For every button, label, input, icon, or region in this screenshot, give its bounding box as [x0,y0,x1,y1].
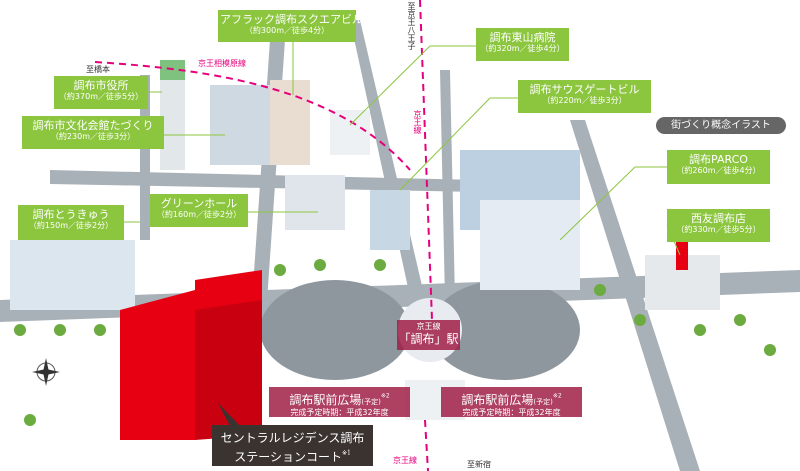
sagamihara-line-label: 京王相模原線 [198,59,246,68]
landmark-name: アフラック調布スクエアビル [220,13,363,26]
plaza-footnote-mark: ※2 [552,392,562,400]
plaza-completion: 完成予定時期：平成32年度 [290,408,389,418]
to-hashimoto-label: 至橋本 [86,65,110,74]
keio-line-label-top: 京王線 [413,110,422,134]
keio-line-north [419,0,433,321]
property-building [120,270,262,440]
landmark-seiyu: 西友調布店（約330m／徒歩5分） [667,209,770,242]
plaza-footnote-mark: ※2 [380,392,390,400]
station-name: 「調布」駅 [398,331,459,346]
plaza-completion: 完成予定時期：平成32年度 [462,408,561,418]
landmark-city-hall: 調布市役所（約370m／徒歩5分） [54,76,148,109]
landmark-distance: （約260m／徒歩4分） [676,166,761,176]
landmark-tokyu: 調布とうきゅう（約150m／徒歩2分） [18,205,124,240]
landmark-name: 調布市文化会館たづくり [32,119,154,132]
landmark-distance: （約230m／徒歩3分） [50,132,136,142]
to-hachioji-label: 至京王八王子 [407,2,416,50]
property-footnote-mark: ※1 [341,449,351,457]
property-name-line2: ステーションコート [234,450,342,464]
keio-line-label-bottom: 京王線 [393,456,417,465]
plaza-name: 調布駅前広場 [289,393,362,407]
landmark-name: 調布市役所 [73,79,129,92]
to-shinjuku-label: 至新宿 [467,460,491,469]
landmark-green-hall: グリーンホール（約160m／徒歩2分） [150,194,248,227]
property-name-line1: セントラルレジデンス調布 [220,431,365,445]
compass-icon [32,358,60,386]
landmark-distance: （約150m／徒歩2分） [28,221,114,231]
landmark-name: 調布PARCO [689,153,748,166]
landmark-southgate-building: 調布サウスゲートビル（約220m／徒歩3分） [518,80,651,113]
landmark-higashiyama-hospital: 調布東山病院（約320m／徒歩4分） [476,28,569,61]
landmark-name: グリーンホール [160,197,238,210]
station-line: 京王線 [416,322,441,331]
landmark-name: 調布東山病院 [489,31,556,44]
keio-line-south [424,419,429,471]
landmark-distance: （約220m／徒歩3分） [542,96,627,106]
landmark-aflac: アフラック調布スクエアビル（約300m／徒歩4分） [218,10,363,42]
left-rotary [260,280,410,380]
landmark-distance: （約160m／徒歩2分） [156,210,242,220]
plaza-note: (予定) [533,398,553,406]
concept-illustration-badge: 街づくり概念イラスト [656,117,786,134]
landmark-distance: （約370m／徒歩5分） [58,92,144,102]
right-rotary [430,280,580,380]
plaza-right-label: 調布駅前広場(予定)※2 完成予定時期：平成32年度 [441,387,582,417]
landmark-distance: （約330m／徒歩5分） [676,225,761,235]
plaza-name: 調布駅前広場 [461,393,534,407]
landmark-distance: （約300m／徒歩4分） [244,26,330,36]
landmark-tazukuri: 調布市文化会館たづくり（約230m／徒歩3分） [22,116,164,149]
plaza-note: (予定) [361,398,381,406]
plaza-left-label: 調布駅前広場(予定)※2 完成予定時期：平成32年度 [269,387,410,417]
chofu-station-label: 京王線 「調布」駅 [397,320,460,350]
buildings [10,60,720,420]
trees [14,259,776,426]
sagamihara-line [94,61,411,171]
property-label: セントラルレジデンス調布 ステーションコート※1 [212,425,373,466]
property-pointer [218,403,240,426]
landmark-name: 調布サウスゲートビル [529,83,640,96]
landmark-parco: 調布PARCO（約260m／徒歩4分） [667,150,770,184]
landmark-name: 調布とうきゅう [32,208,110,221]
landmark-name: 西友調布店 [691,212,746,225]
landmark-distance: （約320m／徒歩4分） [480,44,565,54]
